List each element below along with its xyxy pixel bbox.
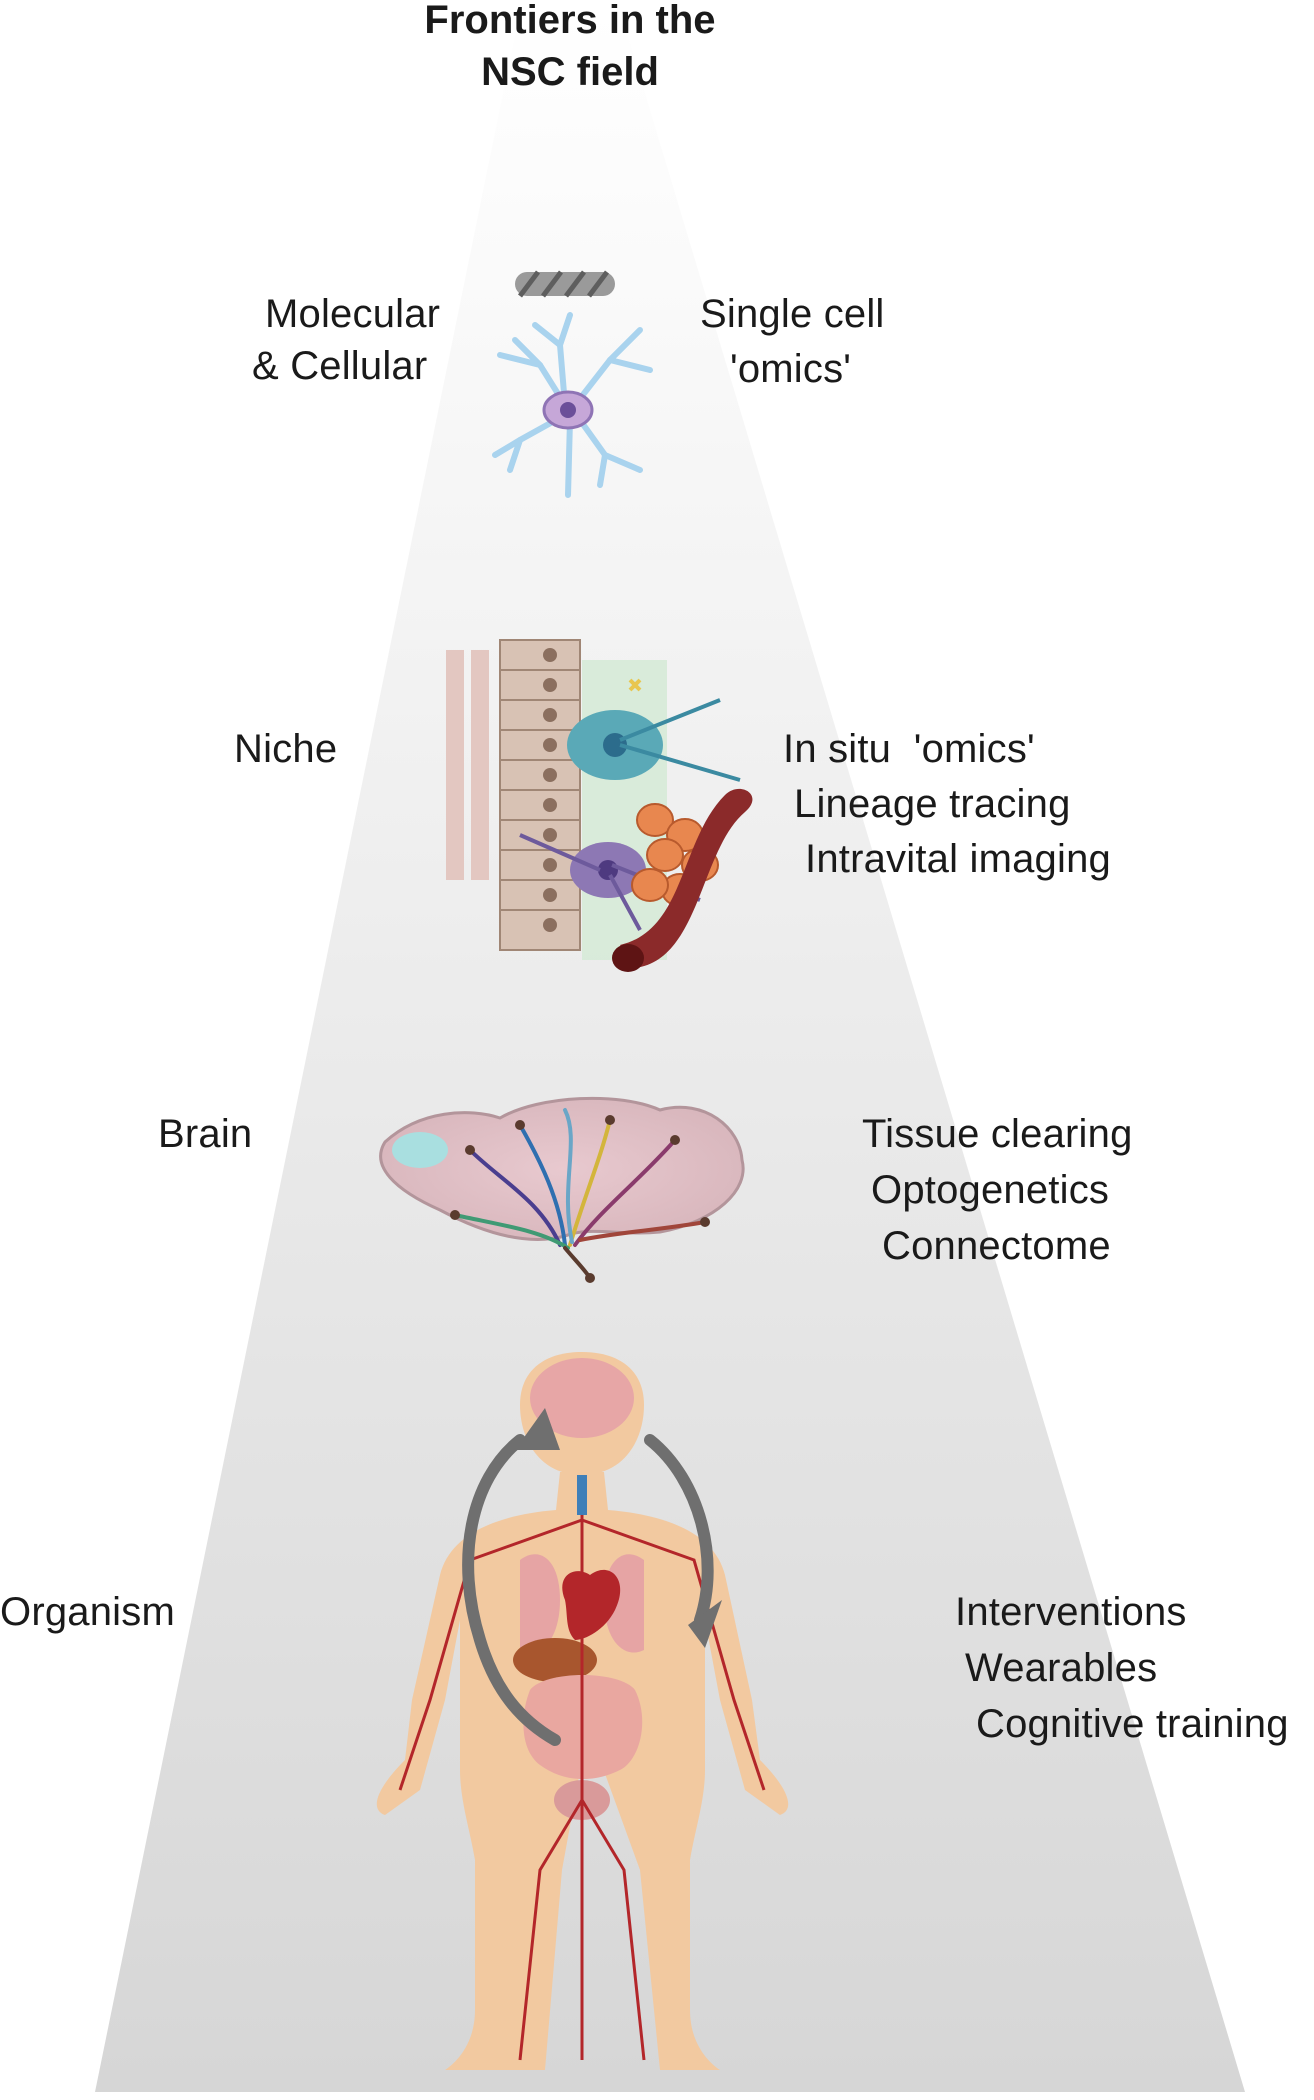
level-label-niche: Niche bbox=[234, 727, 338, 771]
brain-connectome-icon bbox=[379, 1096, 745, 1283]
method-cognitive-training: Cognitive training bbox=[976, 1702, 1289, 1746]
level-label-cellular: & Cellular bbox=[252, 344, 428, 388]
method-optogenetics: Optogenetics bbox=[871, 1168, 1110, 1212]
method-intravital-imaging: Intravital imaging bbox=[805, 837, 1111, 881]
method-single-cell: Single cell bbox=[700, 292, 885, 336]
title-line-2: NSC field bbox=[481, 50, 659, 94]
diagram-title: Frontiers in the NSC field bbox=[0, 0, 1140, 98]
stem-cell-niche-icon bbox=[446, 639, 753, 972]
neuron-icon bbox=[492, 312, 653, 498]
method-interventions: Interventions bbox=[955, 1590, 1187, 1634]
method-lineage-tracing: Lineage tracing bbox=[794, 782, 1071, 826]
method-tissue-clearing: Tissue clearing bbox=[862, 1112, 1133, 1156]
level-label-organism: Organism bbox=[0, 1590, 175, 1634]
feedback-arrows-icon bbox=[462, 1408, 722, 1746]
method-omics: 'omics' bbox=[730, 347, 852, 391]
level-label-brain: Brain bbox=[158, 1112, 253, 1156]
level-label-molecular: Molecular bbox=[265, 292, 441, 336]
method-connectome: Connectome bbox=[882, 1224, 1111, 1268]
method-wearables: Wearables bbox=[965, 1646, 1158, 1690]
dna-icon bbox=[515, 270, 615, 298]
title-line-1: Frontiers in the bbox=[424, 0, 716, 42]
light-beam bbox=[95, 10, 1245, 2092]
method-in-situ-omics: In situ 'omics' bbox=[783, 727, 1035, 771]
